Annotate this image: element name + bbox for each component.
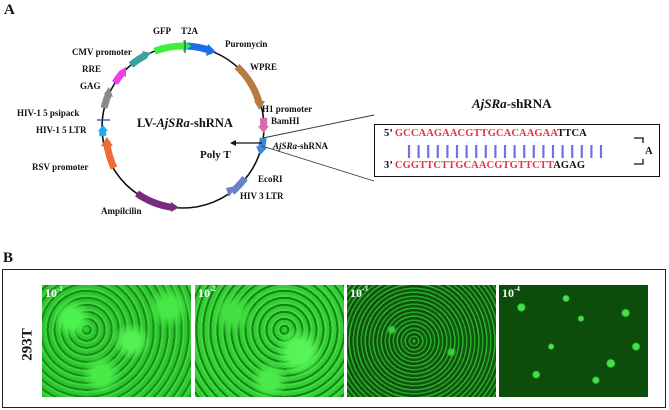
- rsv-promoter-arc: [103, 143, 118, 170]
- fluorescence-image-dilution-4: 10-4: [499, 285, 648, 397]
- plasmid-name: LV-AjSRa-shRNA: [137, 116, 233, 130]
- shrna-sequence-box: [374, 124, 660, 177]
- label-t2a: T2A: [181, 26, 199, 36]
- label-cmv-promoter: CMV promoter: [72, 47, 132, 57]
- fluorescence-image-dilution-1: 10-1: [42, 285, 191, 397]
- label-ampicillin: Ampilcilin: [101, 206, 142, 216]
- wpre-arc: [234, 63, 263, 104]
- label-gfp: GFP: [153, 26, 171, 36]
- plasmid-map: [97, 40, 644, 212]
- shrna-bottom-strand: 3’ CGGTTCTTGCAACGTGTTCTTAGAG: [384, 160, 586, 171]
- cmv-arc: [128, 51, 148, 68]
- label-ecori: EcoRI: [258, 174, 283, 184]
- fluorescence-image-dilution-3: 10-3: [347, 285, 496, 397]
- label-wpre: WPRE: [250, 62, 277, 72]
- shrna-top-strand: 5’ GCCAAGAACGTTGCACAAGAATTCA: [384, 128, 587, 139]
- dilution-label: 10-1: [45, 285, 63, 300]
- cell-line-label: 293T: [19, 328, 36, 361]
- shrna-loop: A: [645, 146, 653, 157]
- label-hiv-1-5-ltr: HIV-1 5 LTR: [36, 125, 87, 135]
- dilution-label: 10-2: [198, 285, 216, 300]
- label-h1-promoter: H1 promoter: [262, 104, 313, 114]
- panel-b-label: B: [3, 250, 14, 266]
- label-hiv-3-ltr: HIV 3 LTR: [240, 191, 284, 201]
- label-poly-t: Poly T: [200, 149, 231, 161]
- gfp-arc: [153, 42, 184, 55]
- base-pair-bars: [407, 145, 603, 158]
- panel-b-frame: [2, 269, 666, 408]
- label-hiv-1-5-psipack: HIV-1 5 psipack: [17, 108, 80, 118]
- ampicillin-arc: [134, 190, 173, 211]
- dilution-label: 10-3: [350, 285, 368, 300]
- label-rsv-promoter: RSV promoter: [32, 162, 89, 172]
- dilution-label: 10-4: [502, 285, 520, 300]
- shrna-title: AjSRa-shRNA: [472, 96, 552, 111]
- panel-a-label: A: [4, 2, 15, 18]
- label-rre: RRE: [82, 64, 102, 74]
- fluorescence-image-dilution-2: 10-2: [195, 285, 344, 397]
- label-bamhi: BamHI: [271, 116, 300, 126]
- hiv-3-ltr-arc: [229, 175, 248, 195]
- label-shrna-insert: AjSRa-shRNA: [273, 141, 329, 151]
- label-puromycin: Puromycin: [225, 39, 268, 49]
- label-gag: GAG: [80, 81, 101, 91]
